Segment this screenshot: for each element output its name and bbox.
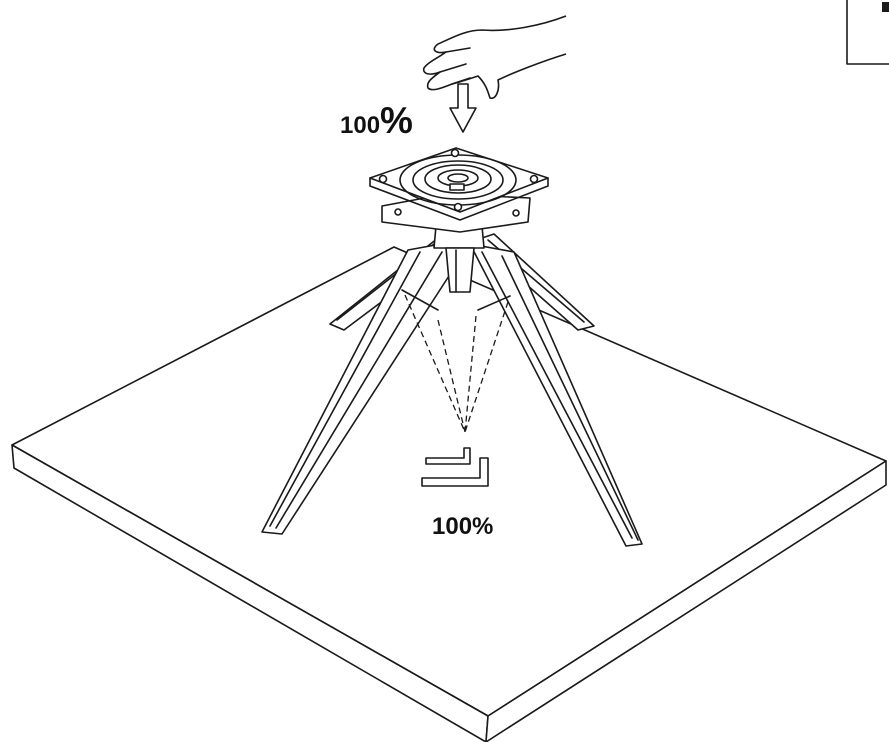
screw-guide-lines <box>404 294 509 433</box>
leg-front-right <box>469 243 643 547</box>
swivel-plate <box>369 147 549 233</box>
leg-hub <box>433 225 485 293</box>
top-percent-label: 100% <box>340 100 413 141</box>
bottom-percent-label: 100% <box>432 513 493 540</box>
down-arrow-icon <box>449 83 477 133</box>
hand-icon <box>422 15 567 100</box>
tabletop-board <box>11 246 887 742</box>
corner-box <box>846 0 889 65</box>
hex-key-icon <box>421 447 489 487</box>
leg-front-left <box>261 241 459 535</box>
